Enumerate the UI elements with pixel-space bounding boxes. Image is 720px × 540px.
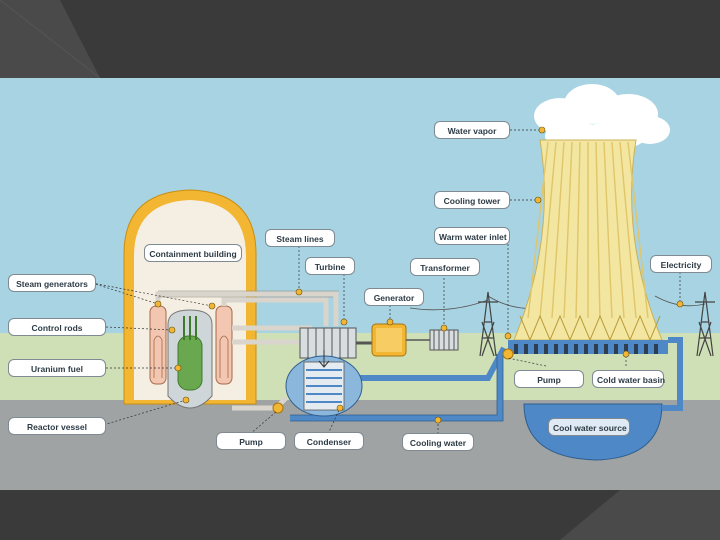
label-warm-water-inlet: Warm water inlet — [434, 227, 510, 245]
label-control-rods: Control rods — [8, 318, 106, 336]
turbine — [299, 327, 376, 359]
plant-illustration — [0, 78, 720, 490]
label-cooling-tower: Cooling tower — [434, 191, 510, 209]
label-steam-lines: Steam lines — [265, 229, 335, 247]
reactor-vessel — [167, 309, 213, 409]
nuclear-power-plant-diagram: Water vapor Cooling tower Warm water inl… — [0, 78, 720, 490]
label-pump-left: Pump — [216, 432, 286, 450]
label-water-vapor: Water vapor — [434, 121, 510, 139]
label-containment-building: Containment building — [144, 244, 242, 262]
pylon-left — [478, 291, 498, 357]
label-steam-generators: Steam generators — [8, 274, 96, 292]
label-cooling-water: Cooling water — [402, 433, 474, 451]
condenser — [285, 350, 363, 417]
pump-right-body — [502, 348, 514, 360]
label-cold-water-basin: Cold water basin — [592, 370, 665, 388]
steam-line-outlines — [158, 290, 339, 298]
pylon-right — [695, 291, 715, 357]
transformer — [406, 329, 459, 351]
cooling-water-pipes-outline — [290, 354, 504, 422]
label-electricity: Electricity — [650, 255, 712, 273]
label-condenser: Condenser — [294, 432, 364, 450]
label-generator: Generator — [364, 288, 424, 306]
pump-left-body — [272, 402, 284, 414]
cooling-water-pipes — [290, 337, 683, 421]
steam-generator-tubes — [153, 335, 229, 378]
label-transformer: Transformer — [410, 258, 480, 276]
label-pump-right: Pump — [514, 370, 584, 388]
generator — [371, 323, 407, 357]
leader-lines — [91, 129, 681, 435]
connector-markers — [154, 126, 684, 424]
label-cool-water-source: Cool water source — [548, 418, 630, 436]
label-turbine: Turbine — [305, 257, 355, 275]
cooling-tower — [508, 139, 668, 354]
label-uranium-fuel: Uranium fuel — [8, 359, 106, 377]
label-reactor-vessel: Reactor vessel — [8, 417, 106, 435]
